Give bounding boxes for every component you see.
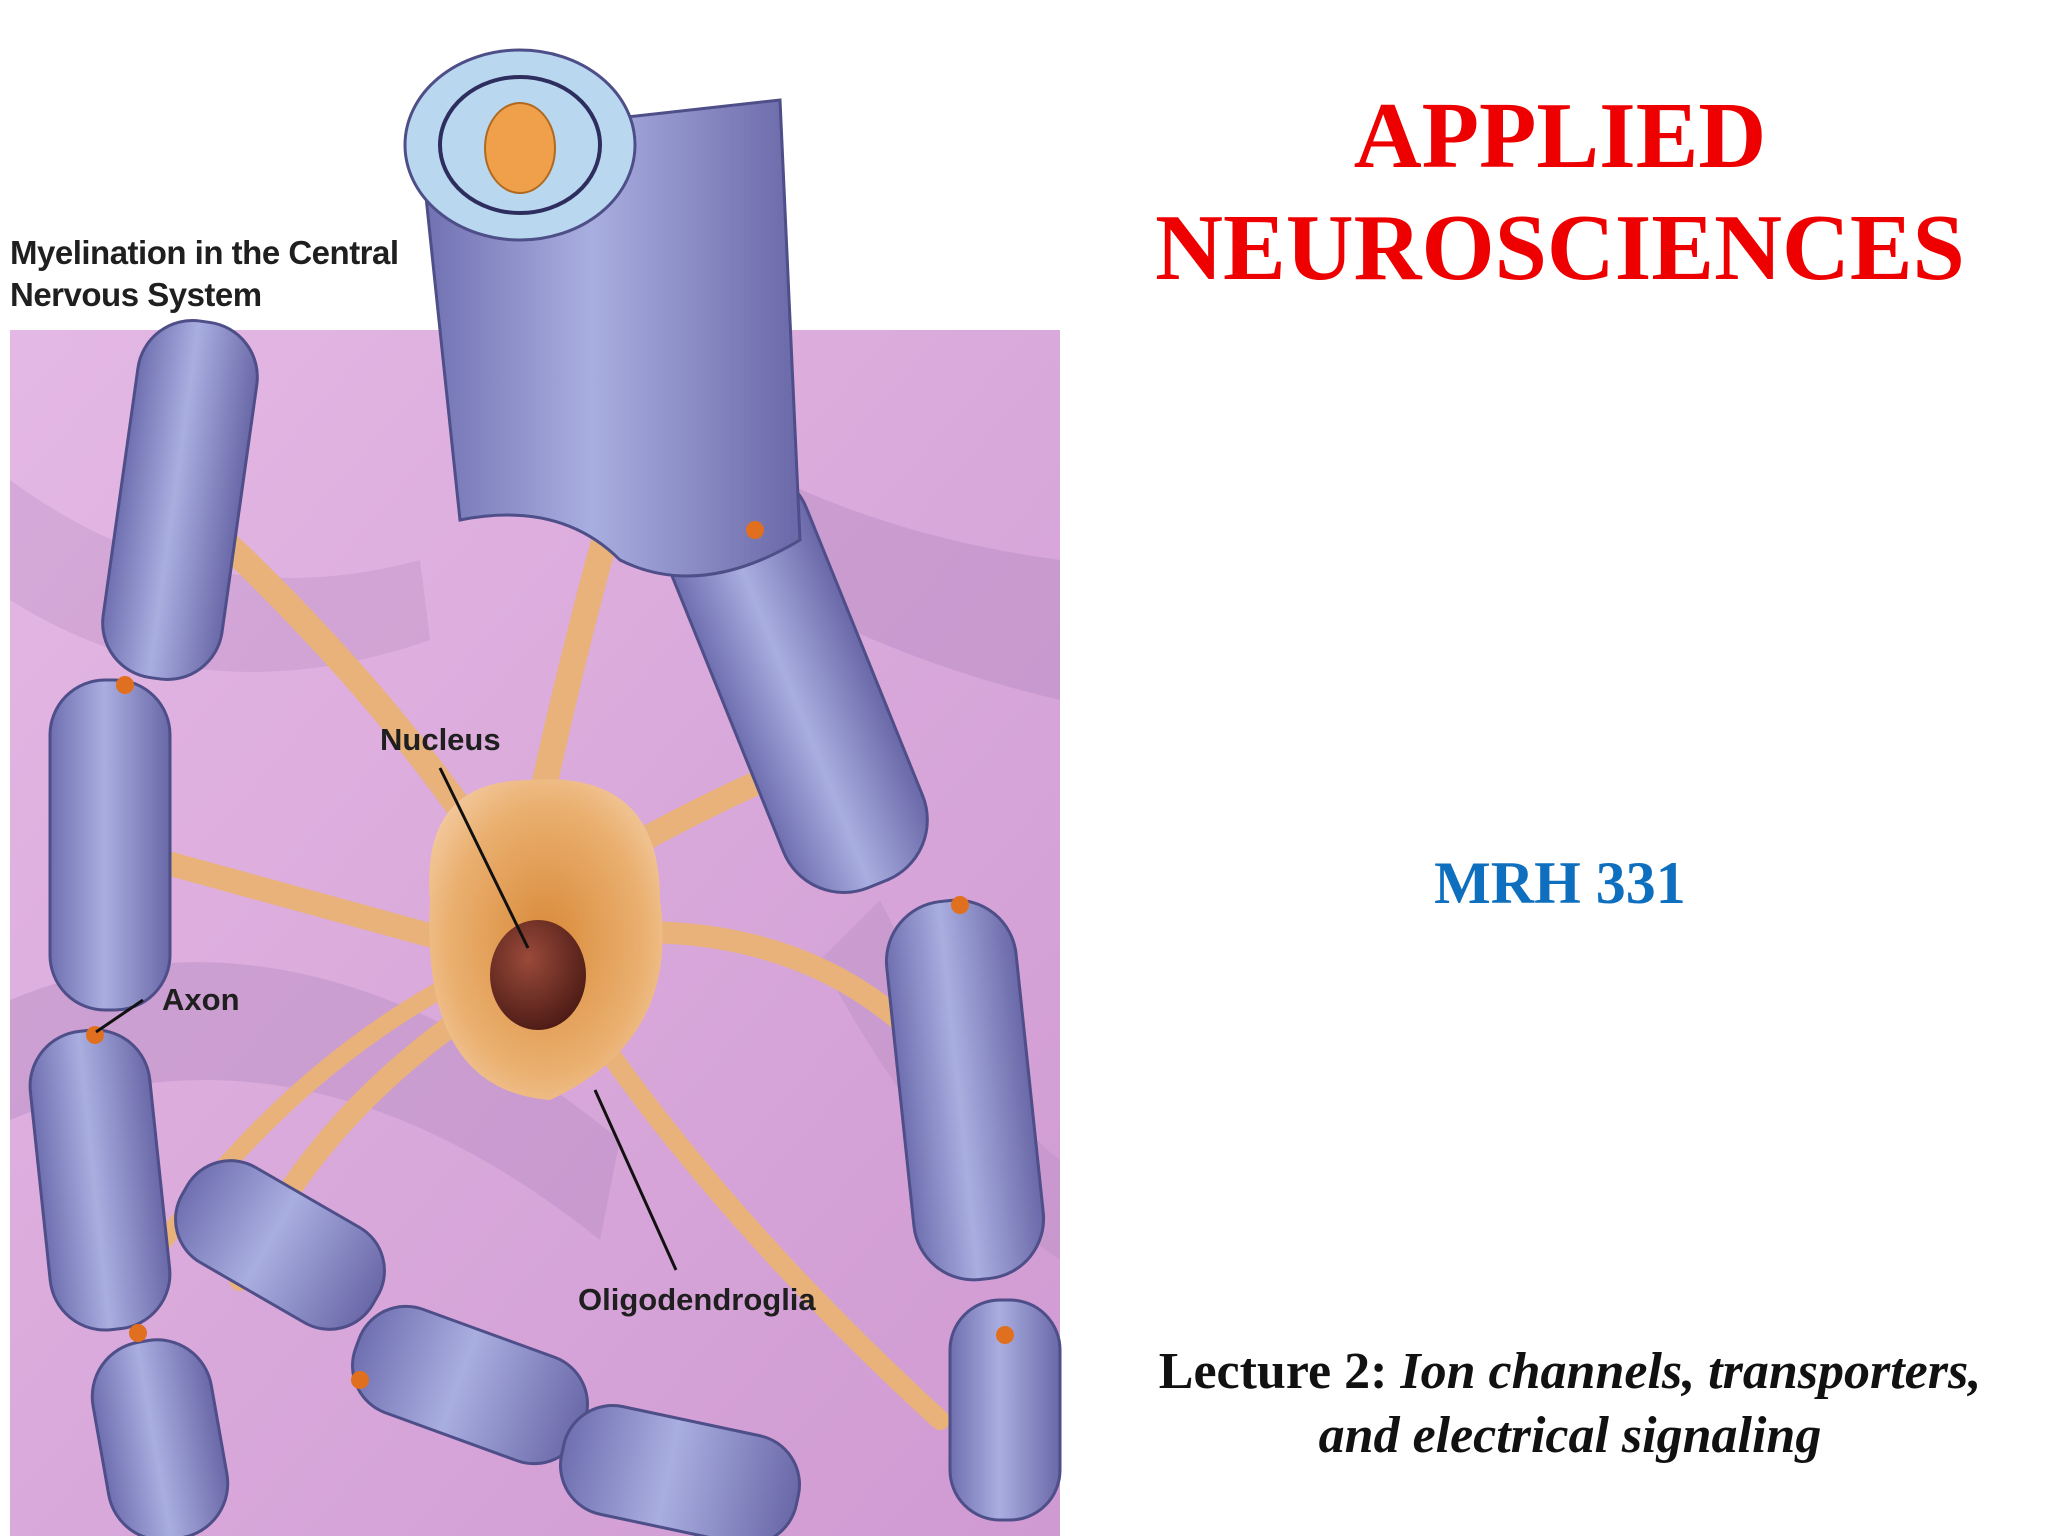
oligodendroglia-label: Oligodendroglia [578, 1282, 816, 1317]
nucleus-shape [490, 920, 586, 1030]
myelin-cylinder-cutaway [403, 48, 802, 578]
slide-title-line2: NEUROSCIENCES [1155, 196, 1965, 300]
figure-caption-line2: Nervous System [10, 276, 262, 313]
nucleus-label: Nucleus [380, 722, 501, 757]
lecture-number: Lecture 2: [1158, 1343, 1388, 1400]
myelin-sheath-left [28, 319, 259, 1536]
tissue-band [10, 962, 620, 1240]
slide-title-line1: APPLIED [1353, 84, 1767, 188]
axon-label: Axon [162, 982, 240, 1017]
myelination-illustration [10, 48, 1062, 1536]
lecture-topic-part2: and electrical signaling [1318, 1407, 1822, 1464]
nodes-of-ranvier [86, 521, 1014, 1389]
myelin-sheath-bottom [174, 1159, 802, 1536]
lecture-subtitle: Lecture 2: Ion channels, transporters, a… [1100, 1340, 2040, 1468]
lecture-topic-part1: Ion channels, transporters, [1400, 1343, 1982, 1400]
course-code: MRH 331 [1434, 850, 1686, 916]
lecture-subtitle-line1: Lecture 2: Ion channels, transporters, [1100, 1340, 2040, 1404]
figure-caption: Myelination in the Central Nervous Syste… [10, 232, 399, 316]
figure-caption-line1: Myelination in the Central [10, 234, 399, 271]
slide-title: APPLIED NEUROSCIENCES [1090, 80, 2030, 304]
myelin-sheath-right [661, 466, 1062, 1522]
label-pointer-lines [95, 767, 678, 1271]
